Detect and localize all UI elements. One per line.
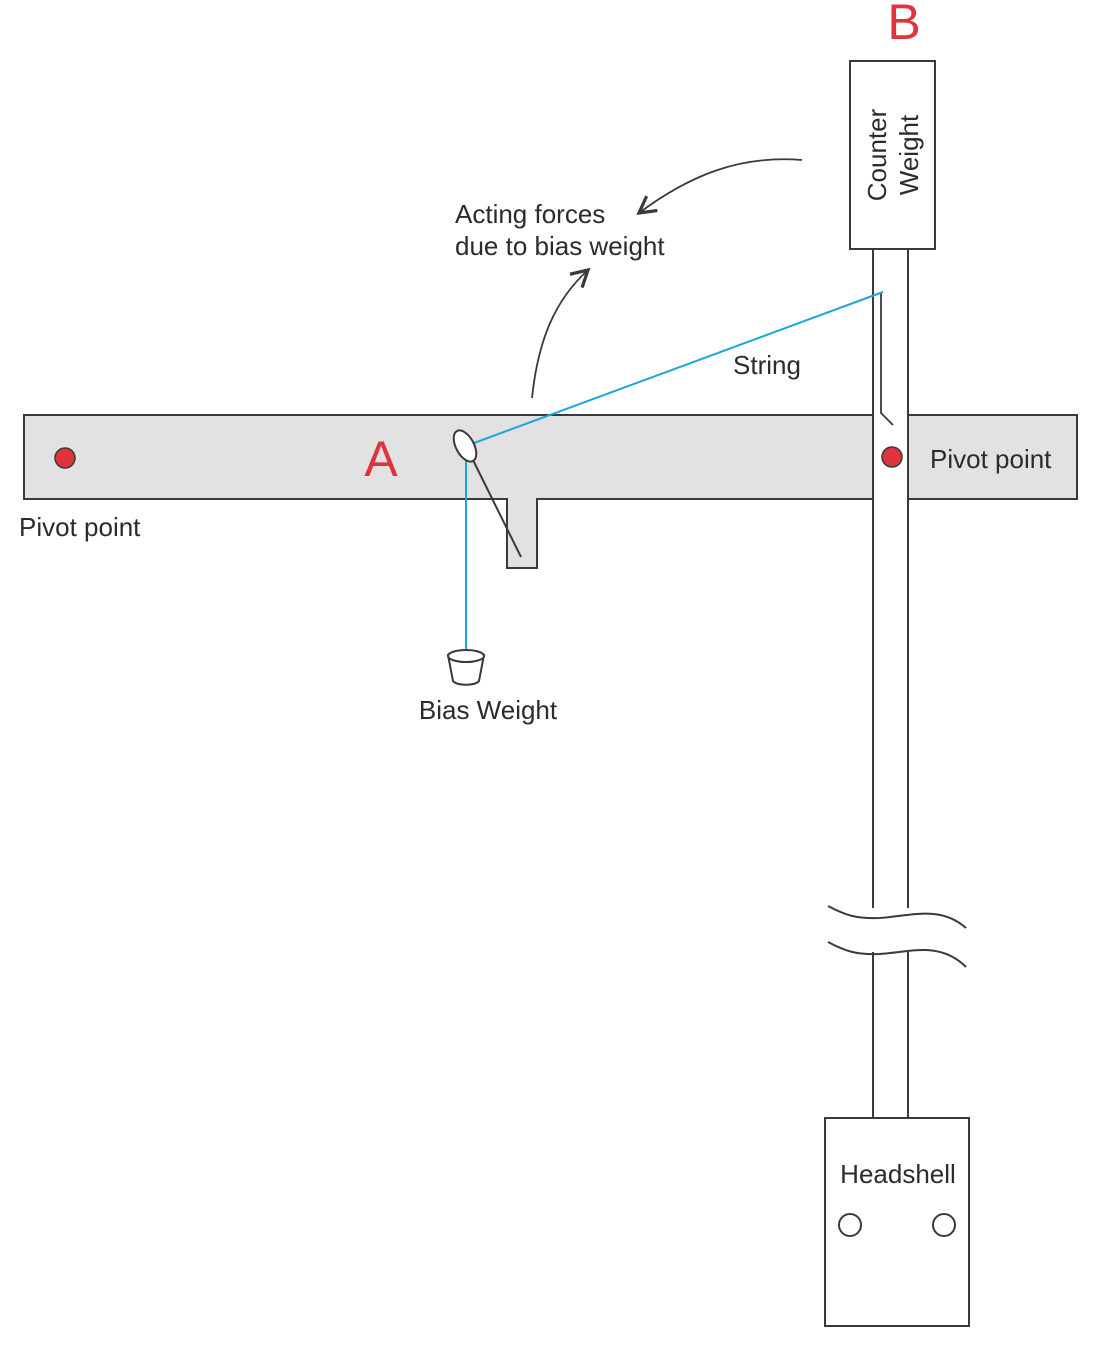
headshell-hole-left (838, 1213, 862, 1237)
forces-label-line2: due to bias weight (455, 231, 665, 261)
pivot-point-left-label: Pivot point (19, 512, 141, 542)
arm-a (23, 414, 1078, 569)
arm-b-upper (872, 248, 909, 910)
force-arrow-upper (636, 158, 803, 215)
counter-weight-label-line1: Counter (862, 108, 892, 201)
string-label: String (733, 350, 801, 380)
break-line-bottom (827, 941, 967, 968)
string-guide (880, 293, 894, 426)
bias-weight-rim (447, 649, 485, 663)
force-arrow-lower (531, 267, 591, 399)
bias-weight-label: Bias Weight (419, 695, 558, 725)
headshell-label: Headshell (840, 1159, 956, 1189)
bias-eyelet (452, 429, 478, 463)
forces-label-line1: Acting forces (455, 199, 605, 229)
bias-lever (469, 453, 522, 558)
arm-b-lower (872, 949, 909, 1121)
counter-weight-label-line2: Weight (894, 114, 924, 195)
pivot-dot-right (881, 446, 903, 468)
pivot-point-right-label: Pivot point (930, 444, 1052, 474)
counter-weight-box (849, 60, 936, 250)
headshell-hole-right (932, 1213, 956, 1237)
marker-b: B (887, 0, 920, 50)
bias-weight-bucket (446, 654, 486, 686)
pivot-dot-left (54, 447, 76, 469)
break-line-top (827, 905, 967, 929)
marker-a: A (364, 431, 398, 487)
